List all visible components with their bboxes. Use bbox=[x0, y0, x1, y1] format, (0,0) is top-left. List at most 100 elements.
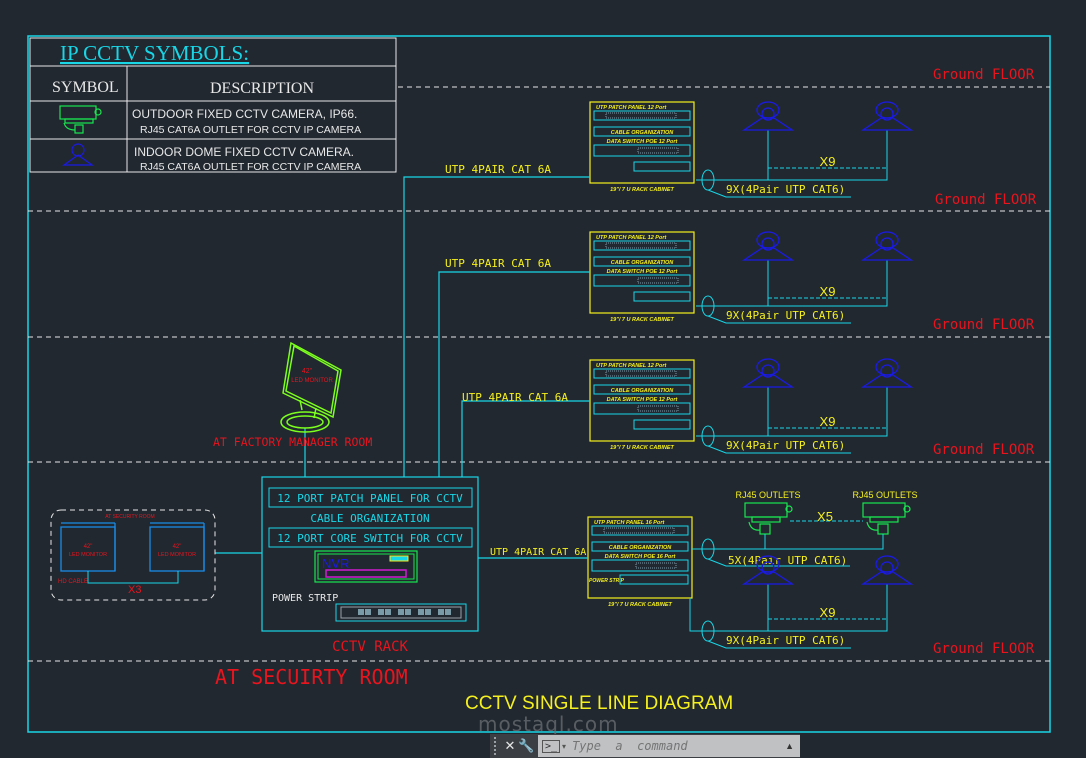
poe-switch bbox=[593, 144, 691, 157]
core-patch-panel-label: 12 PORT PATCH PANEL FOR CCTV bbox=[277, 492, 463, 505]
power-strip-label: POWER STRIP bbox=[272, 593, 338, 604]
security-room-title: AT SECURITY ROOM bbox=[105, 514, 154, 520]
cable-run-label: 9X(4Pair UTP CAT6) bbox=[726, 309, 845, 322]
security-room-boundary bbox=[50, 509, 216, 601]
poe-switch bbox=[593, 274, 691, 287]
dome-camera-icon bbox=[860, 101, 914, 131]
drawing-title: CCTV SINGLE LINE DIAGRAM bbox=[465, 693, 733, 714]
outlet-multiplier: X5 bbox=[817, 509, 833, 524]
drag-handle[interactable] bbox=[494, 737, 502, 755]
monitor-icon bbox=[280, 341, 342, 433]
patch-panel bbox=[593, 110, 691, 121]
poe-switch bbox=[593, 402, 691, 415]
uplink-label: UTP 4PAIR CAT 6A bbox=[462, 391, 568, 404]
monitor-icon bbox=[60, 522, 205, 572]
camera-multiplier: X9 bbox=[820, 414, 836, 429]
wrench-icon[interactable]: 🔧 bbox=[518, 738, 535, 754]
socket bbox=[425, 609, 431, 615]
indoor-dome-camera-icon bbox=[62, 143, 94, 166]
floor-label: Ground FLOOR bbox=[933, 67, 1035, 83]
label-leader bbox=[707, 315, 851, 324]
dome-camera-icon bbox=[860, 358, 914, 388]
monitor-size: 42" bbox=[173, 544, 182, 550]
legend-row1-line1: OUTDOOR FIXED CCTV CAMERA, IP66. bbox=[132, 107, 357, 121]
nvr-label: NVR bbox=[322, 556, 349, 571]
socket bbox=[378, 609, 384, 615]
dome-camera-icon bbox=[741, 358, 795, 388]
cable-organizer bbox=[593, 126, 691, 137]
cable-line bbox=[692, 534, 884, 550]
switch-label: DATA SWITCH POE 12 Port bbox=[607, 139, 679, 145]
dome-camera-icon bbox=[860, 555, 914, 585]
power-strip bbox=[633, 161, 691, 172]
cable-line bbox=[696, 584, 888, 632]
patch-panel-label: UTP PATCH PANEL 16 Port bbox=[594, 520, 665, 526]
switch-ports bbox=[637, 277, 679, 284]
expand-history-icon[interactable]: ▲ bbox=[785, 741, 794, 751]
outlet-label: RJ45 OUTLETS bbox=[735, 490, 800, 500]
label-leader bbox=[707, 445, 851, 454]
cabinet-frame bbox=[589, 101, 695, 184]
dome-camera-icon bbox=[741, 231, 795, 261]
outdoor-camera-icon bbox=[862, 502, 911, 535]
core-power-strip bbox=[335, 603, 467, 622]
socket bbox=[405, 609, 411, 615]
cable-run-label: 9X(4Pair UTP CAT6) bbox=[726, 634, 845, 647]
switch-ports bbox=[637, 405, 679, 412]
socket bbox=[385, 609, 391, 615]
socket bbox=[445, 609, 451, 615]
manager-led-monitor: 42" LED MONITOR AT FACTORY MANAGER ROOM bbox=[213, 341, 372, 449]
socket bbox=[418, 609, 424, 615]
core-cable-org-label: CABLE ORGANIZATION bbox=[310, 512, 429, 525]
dome-camera-icon bbox=[741, 555, 795, 585]
core-switch-label: 12 PORT CORE SWITCH FOR CCTV bbox=[277, 532, 463, 545]
patch-panel bbox=[591, 525, 689, 536]
uplink-trunks bbox=[215, 176, 590, 559]
room-label: AT SECUIRTY ROOM bbox=[215, 665, 408, 689]
legend-table: IP CCTV SYMBOLS: SYMBOL DESCRIPTION OUTD… bbox=[29, 37, 397, 173]
cable-line bbox=[696, 387, 888, 437]
camera-multiplier: X9 bbox=[820, 154, 836, 169]
floor-label: Ground FLOOR bbox=[933, 442, 1035, 458]
core-switch bbox=[268, 527, 473, 548]
cctv-rack-frame bbox=[261, 476, 479, 632]
power-strip bbox=[619, 574, 689, 585]
uplink-line-1 bbox=[403, 176, 590, 477]
chevron-down-icon[interactable]: ▾ bbox=[562, 741, 567, 751]
legend-title: IP CCTV SYMBOLS: bbox=[60, 41, 249, 65]
cable-run-label: 9X(4Pair UTP CAT6) bbox=[726, 439, 845, 452]
hd-cable-label: HD CABLE bbox=[58, 579, 88, 585]
uplink-label: UTP 4PAIR CAT 6A bbox=[445, 163, 551, 176]
cabinet-caption: 19"/ 7 U RACK CABINET bbox=[610, 317, 674, 323]
security-room-monitors: AT SECURITY ROOM 42" LED MONITOR 42" LED… bbox=[50, 509, 216, 601]
label-leader bbox=[707, 558, 850, 567]
cable-line bbox=[689, 598, 696, 632]
command-field: >_ ▾ ▲ bbox=[538, 735, 800, 757]
nvr-unit: NVR bbox=[314, 550, 418, 583]
command-input[interactable] bbox=[570, 738, 786, 754]
drawing-border bbox=[27, 35, 1051, 733]
watermark: mostaql.com bbox=[478, 712, 619, 736]
cable-organizer bbox=[593, 384, 691, 395]
switch-label: DATA SWITCH POE 16 Port bbox=[605, 554, 677, 560]
monitor-type: LED MONITOR bbox=[291, 378, 333, 384]
command-prompt-icon[interactable]: >_ bbox=[542, 739, 561, 753]
label-leader bbox=[707, 189, 851, 198]
camera-run: X9 9X(4Pair UTP CAT6) bbox=[696, 358, 914, 454]
core-patch-panel bbox=[268, 487, 473, 508]
patch-ports bbox=[605, 112, 677, 119]
uplink-label: UTP 4PAIR CAT 6A bbox=[445, 257, 551, 270]
cable-organizer bbox=[593, 256, 691, 267]
dome-camera-icon bbox=[860, 231, 914, 261]
close-icon[interactable]: ✕ bbox=[504, 738, 516, 754]
poe-switch bbox=[591, 559, 689, 572]
cabinet-caption: 19"/ 7 U RACK CABINET bbox=[610, 187, 674, 193]
legend-row1-line2: RJ45 CAT6A OUTLET FOR CCTV IP CAMERA bbox=[140, 124, 361, 136]
patch-panel bbox=[593, 368, 691, 379]
cable-org-label: CABLE ORGANIZATION bbox=[611, 130, 675, 136]
